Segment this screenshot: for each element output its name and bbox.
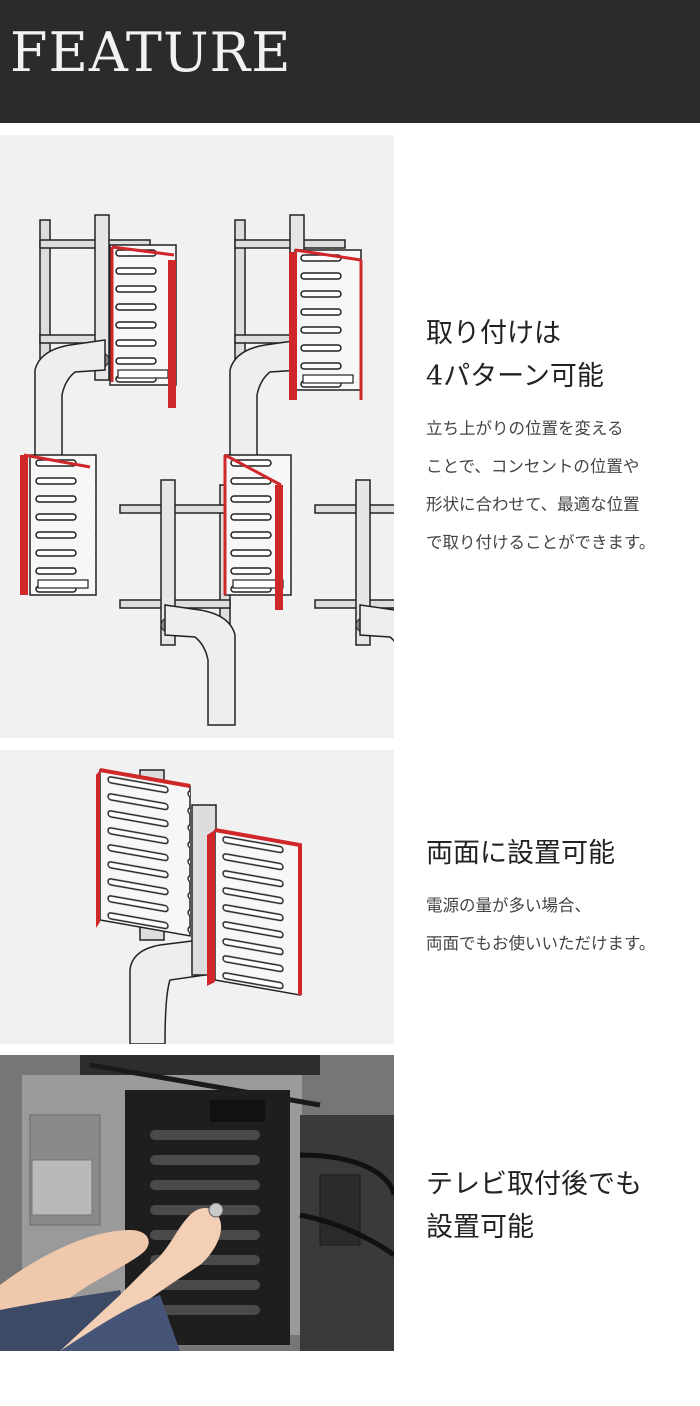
feature-3-heading: テレビ取付後でも 設置可能: [426, 1169, 642, 1243]
feature-2-heading: 両面に設置可能: [426, 838, 615, 869]
feature-1-illustration: [0, 135, 394, 738]
feature-1-text: 取り付けは 4パターン可能 立ち上がりの位置を変える ことで、コンセントの位置や…: [426, 312, 696, 562]
feature-2-description: 電源の量が多い場合、 両面でもお使いいただけます。: [426, 896, 656, 953]
feature-1-heading: 取り付けは 4パターン可能: [426, 318, 604, 392]
feature-2-illustration: [0, 750, 394, 1044]
feature-3-photo: [0, 1055, 394, 1351]
page-header: FEATURE: [0, 0, 700, 123]
feature-2-text: 両面に設置可能 電源の量が多い場合、 両面でもお使いいただけます。: [426, 832, 696, 963]
header-title: FEATURE: [10, 21, 292, 84]
feature-1-description: 立ち上がりの位置を変える ことで、コンセントの位置や 形状に合わせて、最適な位置…: [426, 419, 656, 552]
feature-3-text: テレビ取付後でも 設置可能: [426, 1163, 696, 1249]
